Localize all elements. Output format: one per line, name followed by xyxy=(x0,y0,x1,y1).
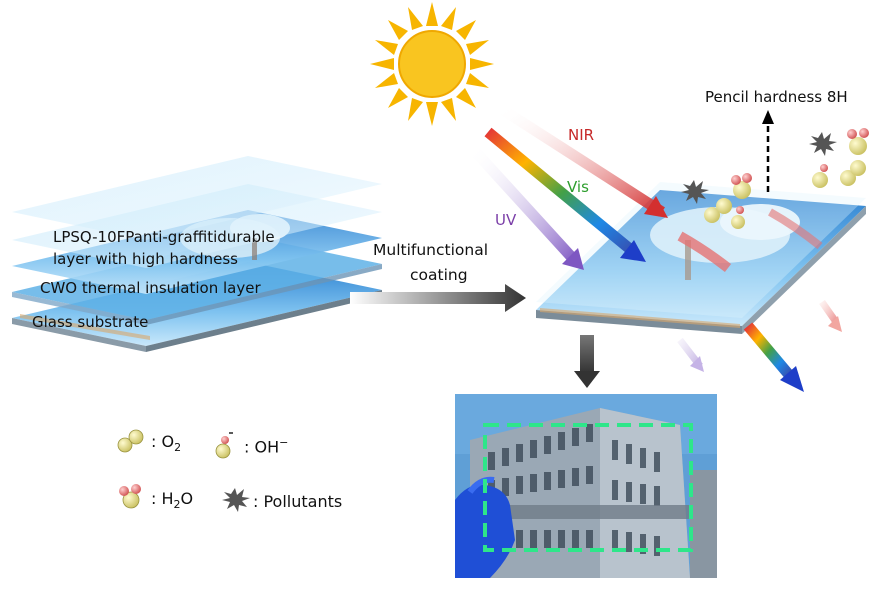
uv-arrow xyxy=(467,144,584,270)
coated-glass xyxy=(536,182,866,334)
nir-arrow xyxy=(497,103,668,218)
layer-stack xyxy=(12,156,382,352)
transmitted-vis-arrow xyxy=(743,322,804,392)
vis-label: Vis xyxy=(567,178,589,196)
legend-h2o: : H2O xyxy=(151,489,194,512)
top-layer-label-2: layer with high hardness xyxy=(53,250,238,268)
o2-icon xyxy=(117,429,144,453)
glass-layer-label: Glass substrate xyxy=(32,313,149,331)
legend-oh: : OH− xyxy=(244,436,289,457)
top-layer-label-1: LPSQ-10FPanti-graffitidurable xyxy=(53,228,275,246)
building-photo xyxy=(455,394,717,578)
h2o-icon xyxy=(119,484,141,509)
cwo-layer-label: CWO thermal insulation layer xyxy=(40,279,261,297)
hardness-label: Pencil hardness 8H xyxy=(705,88,848,106)
legend-icons xyxy=(117,429,250,512)
process-label-1: Multifunctional xyxy=(373,241,489,259)
transmitted-uv-arrow xyxy=(677,337,704,372)
coating-arrow xyxy=(350,284,526,312)
process-label-2: coating xyxy=(410,266,468,284)
pollutant-legend-icon xyxy=(222,488,250,512)
pollutant-icon xyxy=(681,180,709,204)
sun-icon xyxy=(370,2,494,126)
oh-icon xyxy=(215,432,233,459)
pollutant-icon xyxy=(809,132,837,156)
top-glass-layer xyxy=(12,156,382,240)
transmitted-nir-arrow xyxy=(819,299,842,332)
coated-area-box xyxy=(483,423,693,552)
legend-o2: : O2 xyxy=(151,432,182,455)
nir-label: NIR xyxy=(568,126,595,144)
vis-arrow xyxy=(484,127,646,262)
down-arrow xyxy=(574,335,600,388)
molecules xyxy=(681,128,869,229)
hardness-arrow xyxy=(762,110,774,192)
legend-pollutants: : Pollutants xyxy=(253,492,343,511)
uv-label: UV xyxy=(495,211,517,229)
